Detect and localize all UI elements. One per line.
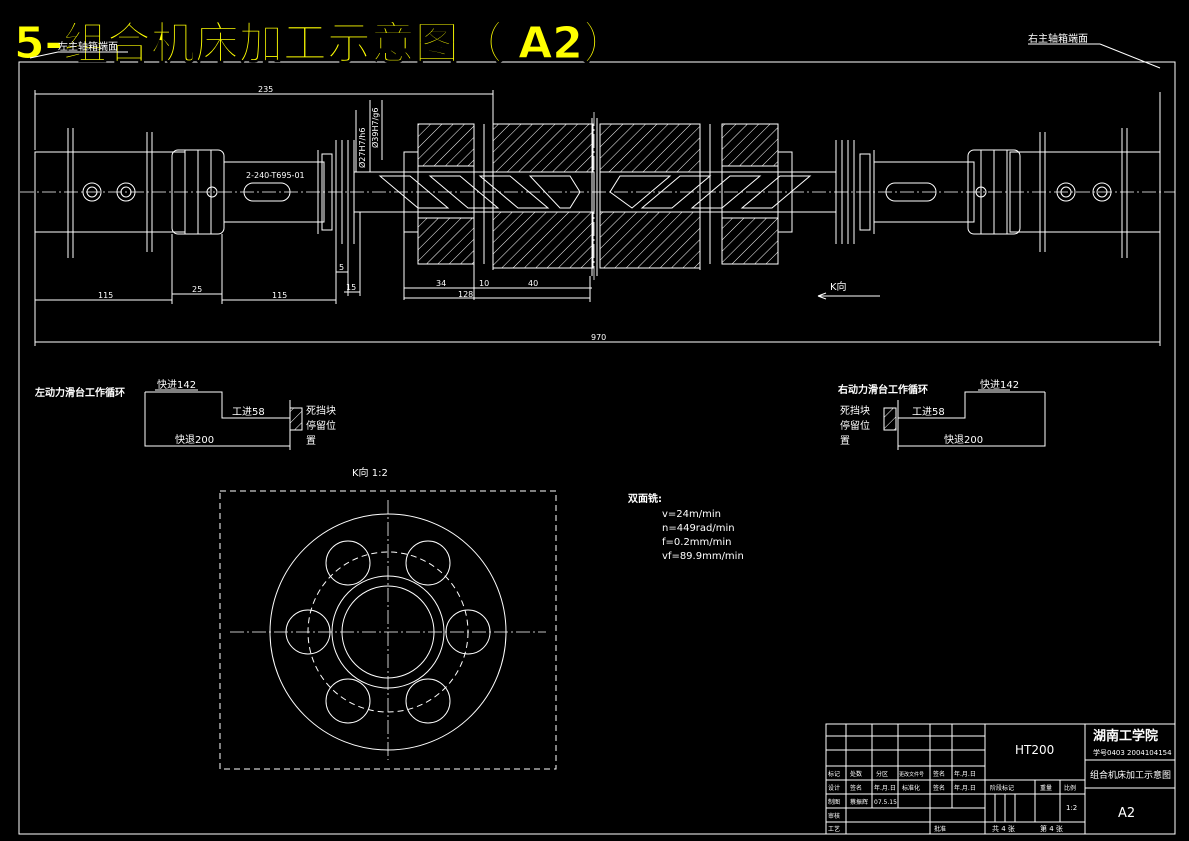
main-assembly: 2-240-T695-01	[20, 92, 1175, 280]
right-work-cycle: 右动力滑台工作循环 快进142 工进58 快退200 死挡块 停留位 置	[837, 379, 1046, 450]
tb-h-sign: 签名	[933, 770, 945, 778]
tb-r-approve: 批准	[934, 825, 946, 833]
right-cycle-title: 右动力滑台工作循环	[837, 383, 928, 396]
dim-34: 34	[436, 279, 446, 288]
left-work-feed: 工进58	[232, 406, 265, 418]
right-stop-line1: 死挡块	[840, 404, 870, 417]
left-stop-line2: 停留位	[306, 419, 336, 432]
tb-drawing-no: A2	[1118, 806, 1135, 821]
tb-total-sheets: 共 4 张	[992, 824, 1015, 833]
left-fast-in: 快进142	[157, 379, 196, 391]
left-work-cycle: 左动力滑台工作循环 快进142 工进58 快退200 死挡块 停留位 置	[34, 379, 336, 450]
tb-weight: 重量	[1040, 784, 1052, 792]
tb-r-design: 设计	[828, 784, 840, 792]
cutting-parameters: 双面铣: v=24m/min n=449rad/min f=0.2mm/min …	[628, 492, 744, 562]
tb-h-date: 年.月.日	[954, 770, 976, 778]
tb-h-count: 处数	[850, 770, 862, 778]
right-stop-line2: 停留位	[840, 419, 870, 432]
tb-h-docno: 更改文件号	[899, 771, 924, 778]
tb-r-date2: 年.月.日	[954, 784, 976, 792]
tb-sign-design: 签名	[850, 784, 862, 792]
dim-235: 235	[258, 85, 273, 94]
dim-128: 128	[458, 290, 473, 299]
right-fast-in: 快进142	[980, 379, 1019, 391]
dim-970: 970	[591, 333, 606, 342]
k-view: K向 1:2	[219, 466, 557, 770]
drawing-frame	[18, 61, 1176, 835]
right-work-feed: 工进58	[912, 406, 945, 418]
left-cycle-title: 左动力滑台工作循环	[34, 386, 125, 399]
dim-25: 25	[192, 285, 202, 294]
tb-school: 湖南工学院	[1093, 728, 1158, 744]
dim-15: 15	[346, 283, 356, 292]
tb-stage-mark: 阶段标记	[990, 784, 1014, 792]
param-n: n=449rad/min	[662, 523, 735, 534]
part-code-label: 2-240-T695-01	[246, 171, 305, 180]
right-stop-line3: 置	[840, 435, 850, 447]
tb-scale: 比例	[1064, 784, 1076, 792]
param-f: f=0.2mm/min	[662, 537, 732, 548]
dim-5: 5	[339, 263, 344, 272]
param-v: v=24m/min	[662, 509, 721, 520]
title-block: HT200 湖南工学院 学号0403 2004104154 组合机床加工示意图 …	[825, 723, 1176, 835]
tolerance-a: Ø27H7/h6	[357, 128, 367, 168]
tb-scale-val: 1:2	[1066, 804, 1077, 812]
tb-r-process: 工艺	[828, 825, 840, 833]
tolerance-b: Ø39H7/g6	[370, 108, 380, 148]
left-stop-line3: 置	[306, 435, 316, 447]
tb-date-draw: 07.5.15	[874, 799, 897, 806]
dim-10: 10	[479, 279, 489, 288]
tb-r-sign2: 签名	[933, 784, 945, 792]
left-spindle-label: 左主轴箱端面	[58, 40, 118, 53]
params-heading: 双面铣:	[628, 492, 662, 505]
tb-student-id: 学号0403 2004104154	[1093, 748, 1172, 757]
tb-r-draw: 制图	[828, 798, 840, 806]
dimensions: 235 970 115 25 115 5 15 34 10 40 128	[34, 85, 1161, 346]
tb-material: HT200	[1015, 743, 1054, 757]
right-fast-back: 快退200	[944, 434, 983, 446]
tb-r-check: 审核	[828, 812, 840, 820]
tb-h-zone: 分区	[876, 770, 888, 778]
dim-115a: 115	[98, 291, 113, 300]
k-view-title: K向 1:2	[352, 466, 388, 479]
dim-115b: 115	[272, 291, 287, 300]
k-view-arrow-label: K向	[830, 280, 847, 293]
left-stop-line1: 死挡块	[306, 404, 336, 417]
tb-sheet-no: 第 4 张	[1040, 824, 1063, 833]
tb-date-design: 年.月.日	[874, 784, 896, 792]
tb-drawing-name: 组合机床加工示意图	[1090, 769, 1171, 781]
right-spindle-label: 右主轴箱端面	[1028, 32, 1088, 45]
tb-h-mark: 标记	[828, 770, 840, 778]
dim-40: 40	[528, 279, 538, 288]
tb-name-draw: 蔡振辉	[850, 798, 868, 806]
tb-r-std: 标准化	[902, 784, 920, 792]
page-title: 5-组合机床加工示意图（ A2）	[14, 18, 627, 69]
param-vf: vf=89.9mm/min	[662, 551, 744, 562]
left-fast-back: 快退200	[175, 434, 214, 446]
